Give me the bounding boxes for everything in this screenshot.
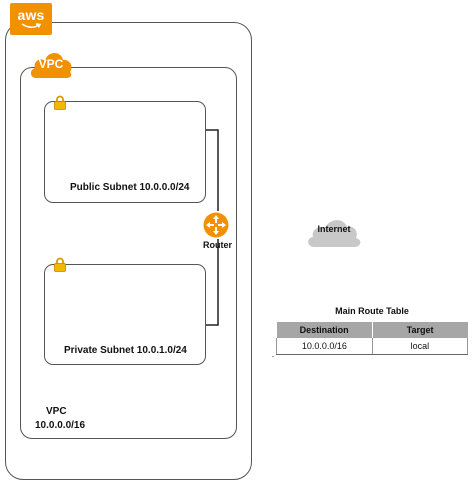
table-row: 10.0.0.0/16 local	[276, 338, 469, 355]
vpc-cloud-badge: VPC	[28, 45, 74, 81]
cloud-icon	[308, 220, 361, 247]
aws-logo-text: aws	[17, 7, 45, 23]
route-destination-cell: 10.0.0.0/16	[276, 338, 373, 355]
private-subnet-label: Private Subnet 10.0.1.0/24	[64, 345, 187, 356]
table-divider	[272, 356, 274, 357]
target-header: Target	[372, 322, 468, 338]
lock-icon	[54, 257, 66, 272]
public-subnet	[44, 101, 206, 203]
public-subnet-label: Public Subnet 10.0.0.0/24	[70, 182, 190, 193]
route-target-cell: local	[372, 338, 469, 355]
route-table: Destination Target 10.0.0.0/16 local	[276, 322, 469, 355]
destination-header: Destination	[276, 322, 373, 338]
vpc-cloud-icon	[30, 52, 72, 78]
aws-smile-icon	[21, 23, 41, 29]
internet-label: Internet	[317, 224, 351, 234]
aws-cloud-container	[5, 22, 252, 480]
lock-icon	[54, 95, 66, 110]
vpc-badge-text: VPC	[38, 57, 64, 71]
route-table-header-row: Destination Target	[276, 322, 468, 338]
route-table-title: Main Route Table	[335, 306, 409, 316]
aws-logo: aws	[10, 3, 52, 35]
router-label: Router	[203, 240, 232, 250]
vpc-cidr: 10.0.0.0/16	[35, 420, 86, 431]
private-subnet	[44, 264, 206, 365]
router-icon	[203, 212, 229, 238]
vpc-container	[20, 67, 237, 439]
vpc-label: VPC	[46, 406, 67, 417]
